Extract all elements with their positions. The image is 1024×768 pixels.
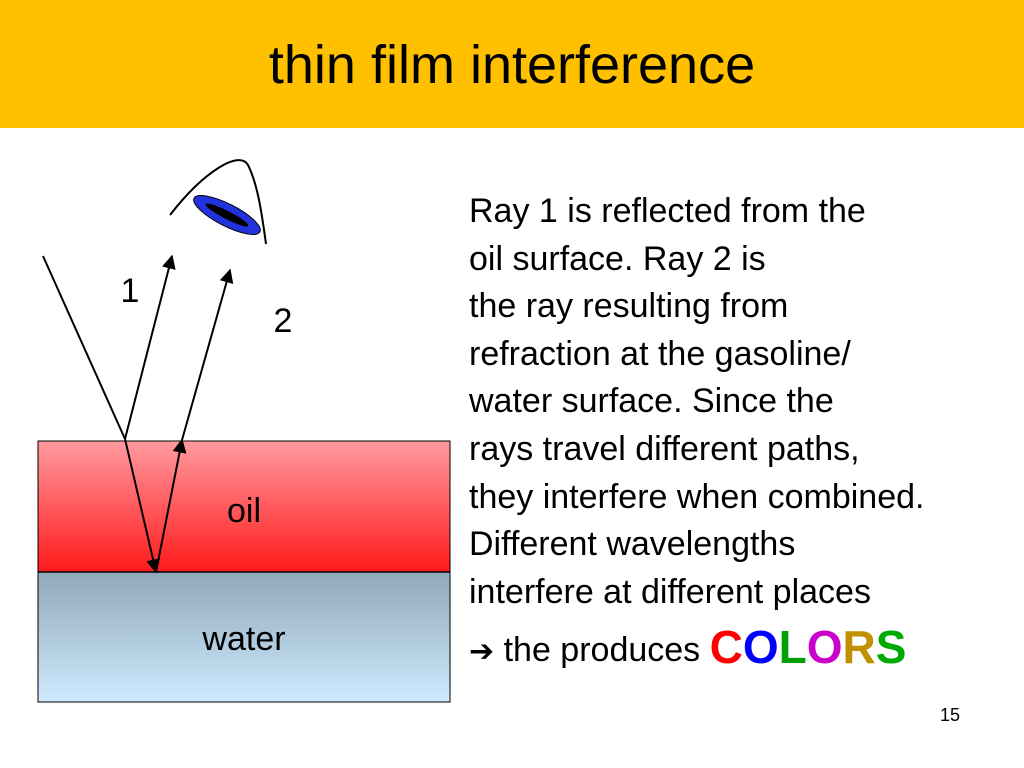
explanation-line: refraction at the gasoline/ bbox=[469, 334, 851, 373]
colors-letter: L bbox=[778, 621, 807, 674]
oil-label: oil bbox=[227, 492, 261, 530]
right-arrow-icon: ➔ bbox=[469, 634, 495, 670]
colors-letter: C bbox=[709, 621, 743, 674]
eye-icon bbox=[169, 159, 267, 245]
title-bar: thin film interference bbox=[0, 0, 1024, 128]
colors-letter: S bbox=[875, 621, 907, 674]
page-number: 15 bbox=[939, 705, 961, 725]
colors-letter: O bbox=[806, 621, 843, 674]
water-layer bbox=[37, 571, 451, 703]
refracted-ray-up bbox=[155, 438, 187, 573]
explanation-line: the ray resulting from bbox=[469, 287, 789, 326]
explanation-text: Ray 1 is reflected from the oil surface.… bbox=[469, 188, 1019, 676]
water-label: water bbox=[201, 620, 285, 658]
explanation-line: oil surface. Ray 2 is bbox=[469, 239, 766, 278]
explanation-line: Ray 1 is reflected from the bbox=[469, 192, 866, 230]
ray-2-label: 2 bbox=[274, 302, 293, 340]
explanation-line: they interfere when combined. bbox=[469, 477, 925, 516]
incident-ray bbox=[42, 255, 126, 440]
explanation-line: Different wavelengths bbox=[469, 525, 796, 564]
slide-title: thin film interference bbox=[268, 35, 756, 95]
explanation-line: rays travel different paths, bbox=[469, 429, 860, 468]
conclusion-line: ➔ the produces COLORS bbox=[469, 624, 1019, 676]
thin-film-diagram: 1 2 oil water bbox=[37, 159, 451, 703]
ray-1-reflected bbox=[124, 254, 176, 440]
explanation-line: water surface. Since the bbox=[469, 382, 834, 421]
ray-1-label: 1 bbox=[121, 272, 140, 310]
explanation-line: interfere at different places bbox=[469, 572, 871, 611]
conclusion-text: the produces bbox=[494, 631, 710, 670]
refracted-ray-down bbox=[124, 438, 160, 574]
oil-layer bbox=[37, 440, 451, 573]
colors-word: COLORS bbox=[710, 621, 907, 673]
ray-2-emerging bbox=[181, 268, 234, 441]
colors-letter: R bbox=[842, 621, 876, 674]
colors-letter: O bbox=[742, 621, 779, 674]
